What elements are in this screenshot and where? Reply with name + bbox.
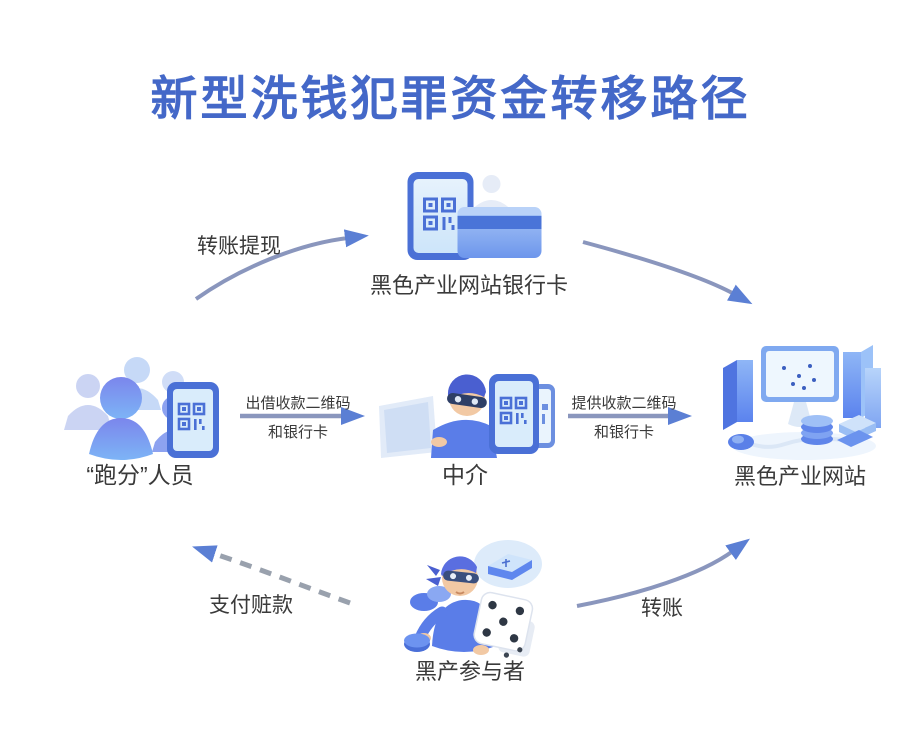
edge-label-transfer: 转账 [641, 597, 683, 620]
edge-label-provide-line1: 提供收款二维码 [571, 395, 677, 412]
website-servers-icon [723, 345, 881, 460]
masked-agent-phones-icon [379, 374, 555, 458]
crowd-phone-qr-icon [64, 357, 219, 460]
node-paofen: “跑分”人员 [35, 354, 245, 488]
node-label-bank-card: 黑色产业网站银行卡 [369, 273, 568, 298]
phone-qr-bank-card-icon [407, 172, 542, 260]
edge-label-pay-loot: 支付赃款 [209, 594, 293, 617]
node-label-middleman: 中介 [442, 462, 488, 488]
node-black-site: 黑色产业网站 [705, 338, 895, 489]
page-title: 新型洗钱犯罪资金转移路径 [150, 72, 751, 125]
node-bank-card: 黑色产业网站银行卡 [328, 168, 610, 298]
node-label-paofen: “跑分”人员 [86, 462, 194, 488]
edge-label-lend-line2: 和银行卡 [267, 424, 328, 441]
edge-label-provide-line2: 和银行卡 [593, 424, 654, 441]
node-label-black-site: 黑色产业网站 [733, 464, 866, 489]
node-middleman: 中介 [370, 368, 560, 488]
edge-label-withdraw: 转账提现 [197, 235, 281, 258]
gambler-dice-money-icon [404, 540, 542, 658]
edge-label-lend-line1: 出借收款二维码 [245, 395, 351, 412]
node-participant: 黑产参与者 [380, 536, 560, 686]
node-label-participant: 黑产参与者 [414, 659, 525, 684]
